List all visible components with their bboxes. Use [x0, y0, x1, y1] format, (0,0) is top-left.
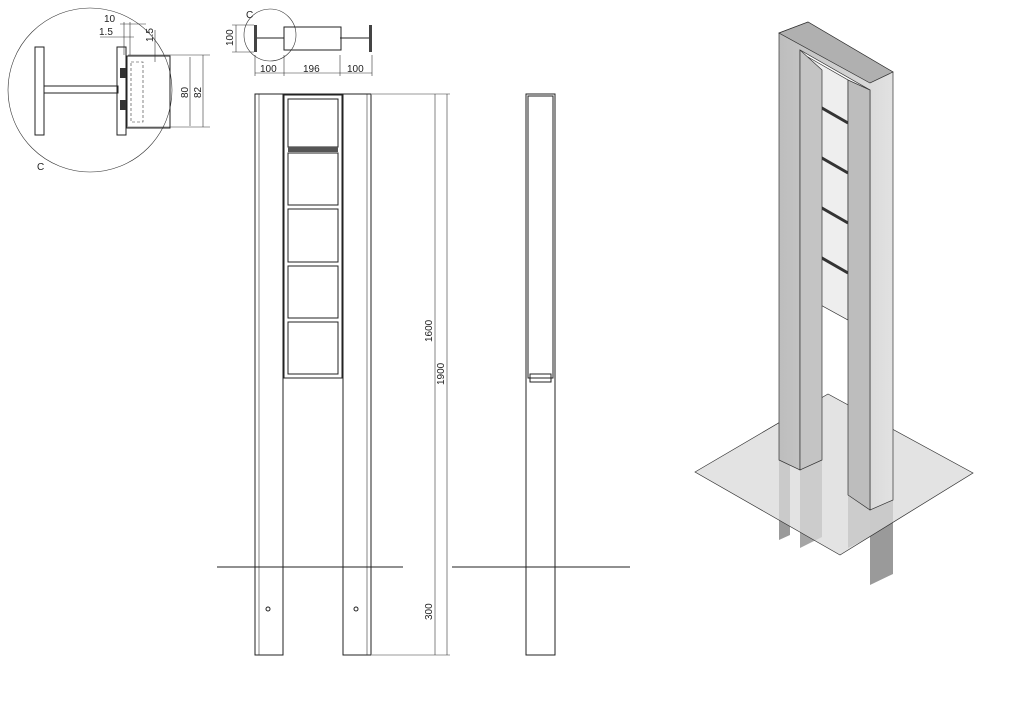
front-view: 1600 1900 300 — [217, 93, 450, 656]
panel-inner — [130, 61, 144, 123]
panel-2 — [287, 152, 339, 206]
ibeam-right-flange — [116, 46, 127, 136]
anchor-hole-right — [353, 606, 359, 612]
dim-80-label: 80 — [180, 86, 191, 98]
detail-circle — [7, 7, 173, 173]
right-post-plan — [369, 25, 372, 52]
dim-300-label: 300 — [424, 603, 435, 620]
panel-3 — [287, 208, 339, 263]
detail-label: C — [37, 162, 44, 173]
panel-plan — [283, 26, 342, 51]
dim-height-label: 100 — [225, 29, 236, 46]
dim-1600-label: 1600 — [424, 319, 435, 342]
isometric-view — [694, 21, 974, 585]
dim-1900-label: 1900 — [436, 362, 447, 385]
detail-c-section: 80 82 10 1.5 1.5 C — [7, 7, 210, 173]
top-view: C 100 100 196 100 — [225, 8, 373, 76]
sign-frame — [283, 94, 343, 379]
left-post-plan — [254, 25, 257, 52]
ibeam-web — [43, 85, 119, 94]
side-panel — [527, 95, 554, 379]
bolt-bottom — [120, 100, 126, 110]
ibeam-left-flange — [34, 46, 45, 136]
dim-1-5-label: 1.5 — [99, 27, 113, 38]
panel-5 — [287, 321, 339, 375]
panel-1 — [287, 98, 339, 148]
dim-10-label: 10 — [104, 14, 116, 25]
detail-marker-label: C — [246, 10, 253, 21]
dim-left-label: 100 — [260, 64, 277, 75]
dim-82-label: 82 — [193, 86, 204, 98]
panel-section — [126, 55, 171, 129]
dim-right-label: 100 — [347, 64, 364, 75]
anchor-hole-left — [265, 606, 271, 612]
bolt-top — [120, 68, 126, 78]
panel-4 — [287, 265, 339, 319]
side-view — [452, 93, 630, 656]
dim-center-label: 196 — [303, 64, 320, 75]
detail-marker-circle — [243, 8, 297, 62]
side-post — [525, 93, 556, 656]
ground-plate — [694, 393, 974, 556]
dim-1-5-vertical-label: 1.5 — [145, 28, 156, 42]
